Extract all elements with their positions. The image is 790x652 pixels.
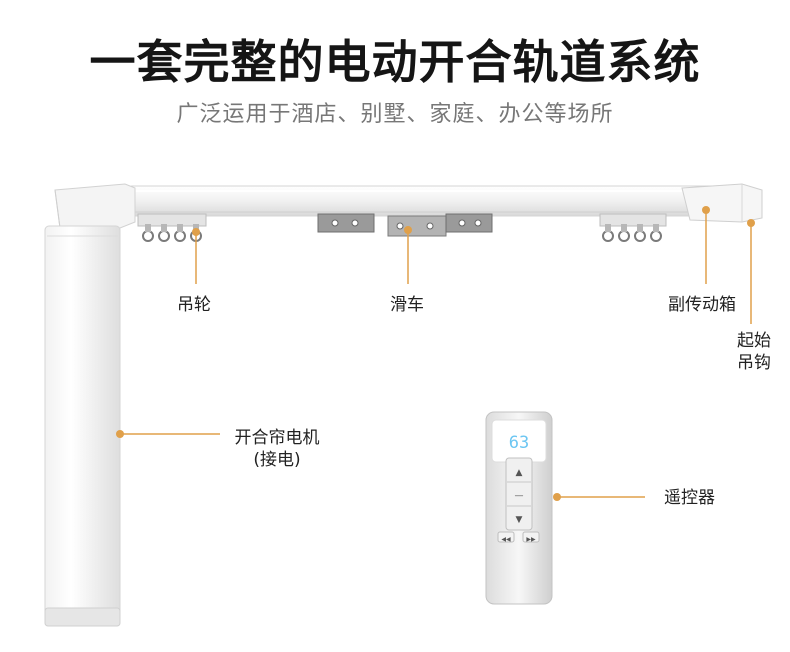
callout-lines bbox=[120, 210, 752, 498]
pulley-dot bbox=[192, 228, 200, 236]
remote-control bbox=[485, 411, 553, 605]
label-start-hook: 起始 吊钩 bbox=[734, 330, 774, 374]
label-start-hook-line1: 起始 bbox=[737, 331, 771, 351]
label-pulley: 吊轮 bbox=[177, 295, 211, 315]
label-aux-box: 副传动箱 bbox=[668, 295, 736, 315]
label-motor-line2: (接电) bbox=[253, 450, 301, 471]
pulley-group-right bbox=[599, 213, 667, 242]
remote-stop-icon[interactable]: — bbox=[515, 491, 524, 501]
remote-up-icon[interactable]: ▲ bbox=[516, 468, 523, 478]
label-motor: 开合帘电机 (接电) bbox=[222, 427, 332, 471]
page-subtitle: 广泛运用于酒店、别墅、家庭、办公等场所 bbox=[176, 102, 614, 127]
carriage bbox=[317, 213, 493, 237]
carriage-dot bbox=[404, 226, 412, 234]
aux-transmission-box bbox=[681, 183, 763, 223]
aux-box-dot bbox=[702, 206, 710, 214]
remote-left-icon[interactable]: ◀◀ bbox=[501, 536, 511, 543]
label-carriage: 滑车 bbox=[390, 295, 424, 315]
remote-display: 63 bbox=[509, 433, 529, 453]
remote-down-icon[interactable]: ▼ bbox=[516, 515, 523, 525]
remote-right-icon[interactable]: ▶▶ bbox=[526, 536, 536, 543]
start-hook-dot bbox=[747, 219, 755, 227]
motor-dot bbox=[116, 430, 124, 438]
label-remote: 遥控器 bbox=[664, 488, 715, 508]
label-start-hook-line2: 吊钩 bbox=[737, 353, 771, 374]
remote-dot bbox=[553, 493, 561, 501]
curtain-motor bbox=[44, 225, 121, 627]
curtain-rail bbox=[129, 185, 751, 217]
callout-dots bbox=[116, 206, 755, 501]
page-title: 一套完整的电动开合轨道系统 bbox=[89, 35, 701, 89]
motor-head bbox=[54, 183, 136, 229]
label-motor-line1: 开合帘电机 bbox=[234, 428, 320, 448]
